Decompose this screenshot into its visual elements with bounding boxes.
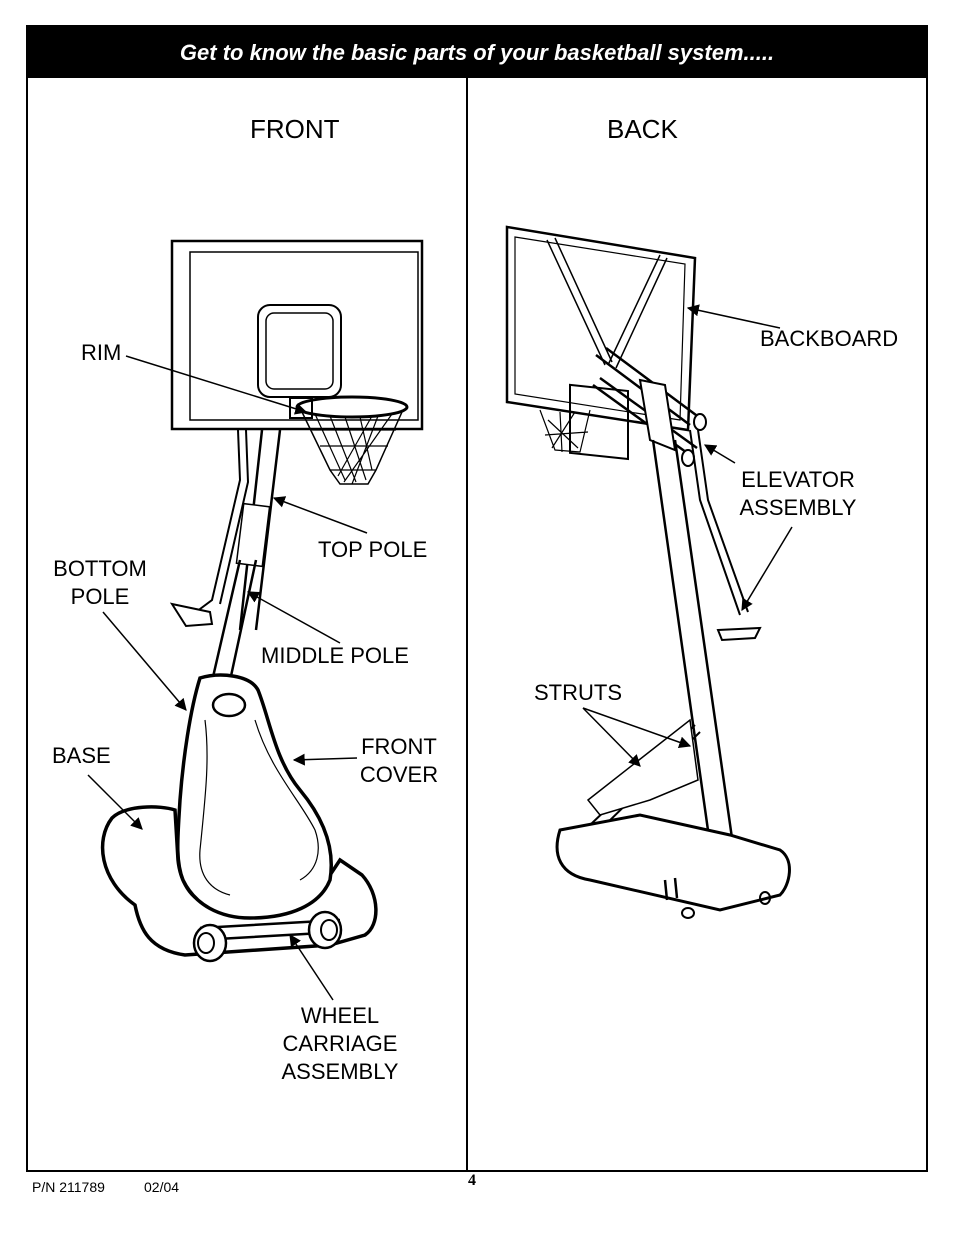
label-bottom-pole: BOTTOM POLE xyxy=(50,555,150,611)
front-heading: FRONT xyxy=(250,114,340,144)
panel-divider xyxy=(466,78,468,1170)
back-heading: BACK xyxy=(607,114,678,144)
page-frame: Get to know the basic parts of your bask… xyxy=(26,25,928,1172)
label-wheel-line2: CARRIAGE xyxy=(282,1031,398,1056)
label-elevator-line2: ASSEMBLY xyxy=(739,495,857,520)
label-struts: STRUTS xyxy=(534,680,622,705)
front-leader-lines xyxy=(87,355,368,1001)
label-elevator-line1: ELEVATOR xyxy=(741,467,855,492)
footer-part-number: P/N 211789 xyxy=(32,1179,105,1195)
label-middle-pole: MIDDLE POLE xyxy=(261,643,409,668)
label-front-cover-line2: COVER xyxy=(359,762,439,787)
label-wheel-carriage: WHEEL CARRIAGE ASSEMBLY xyxy=(272,1002,408,1086)
label-wheel-line3: ASSEMBLY xyxy=(281,1059,399,1084)
front-hoop-drawing xyxy=(100,239,424,963)
label-bottom-pole-line1: BOTTOM xyxy=(53,556,147,581)
label-elevator-assembly: ELEVATOR ASSEMBLY xyxy=(734,466,862,522)
label-top-pole: TOP POLE xyxy=(318,537,428,562)
label-wheel-line1: WHEEL xyxy=(300,1003,380,1028)
header-title: Get to know the basic parts of your bask… xyxy=(179,39,775,65)
label-backboard: BACKBOARD xyxy=(760,326,899,351)
label-rim: RIM xyxy=(81,340,122,365)
page-number: 4 xyxy=(468,1172,476,1189)
back-hoop-drawing xyxy=(505,225,791,919)
footer-date: 02/04 xyxy=(144,1179,180,1195)
label-front-cover: FRONT COVER xyxy=(356,733,442,789)
label-base: BASE xyxy=(52,743,111,768)
label-front-cover-line1: FRONT xyxy=(361,734,437,759)
back-leader-lines xyxy=(582,304,793,767)
label-bottom-pole-line2: POLE xyxy=(70,584,130,609)
page-header: Get to know the basic parts of your bask… xyxy=(28,27,926,78)
